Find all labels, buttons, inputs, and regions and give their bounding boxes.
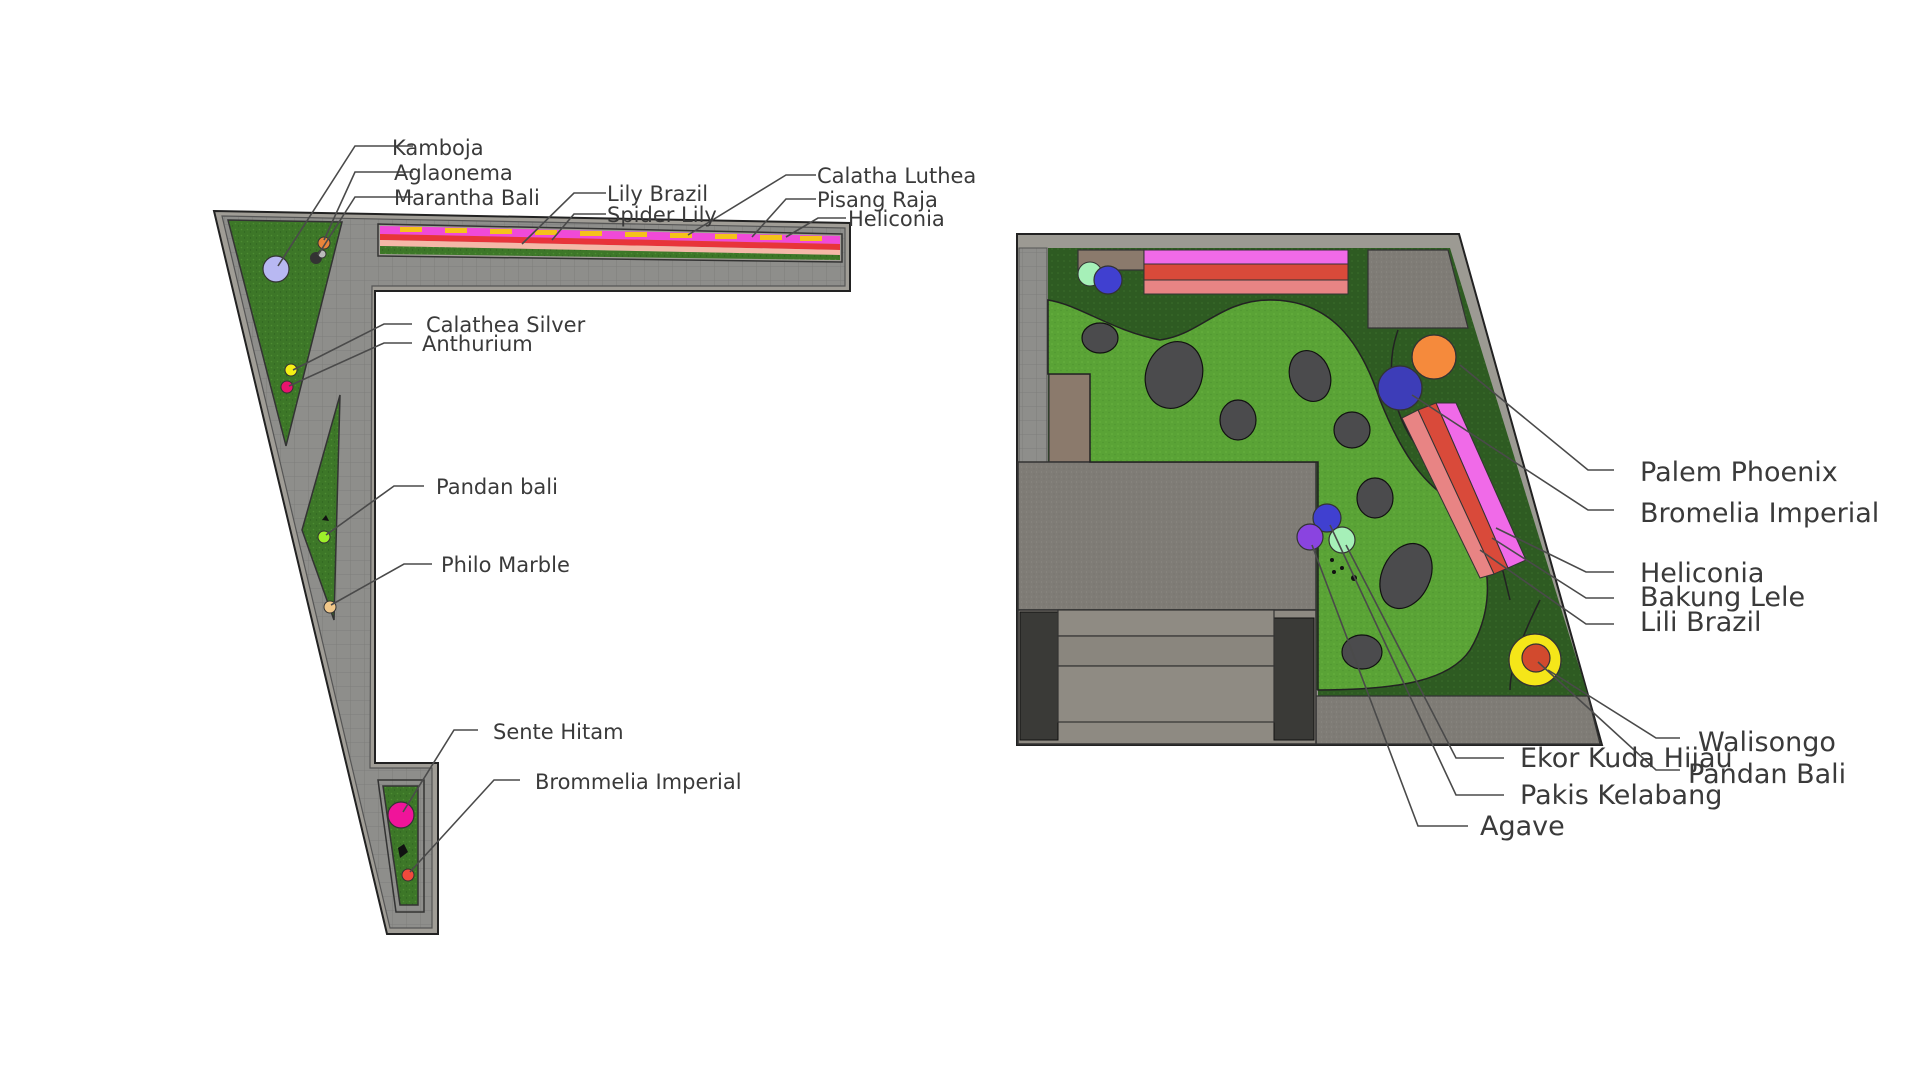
label-pisang-raja: Pisang Raja [817,188,938,212]
top-left-plant-blue [1093,265,1123,295]
flower-bed-dashes [400,227,822,241]
label-sente-hitam: Sente Hitam [493,720,624,744]
label-calatha-luthea: Calatha Luthea [817,164,976,188]
label-anthurium: Anthurium [422,332,533,356]
label-philo-marble: Philo Marble [441,553,570,577]
label-aglaonema: Aglaonema [394,161,513,185]
brommelia-imperial-plant [401,868,415,882]
calathea-silver-plant [284,363,298,377]
entrance-steps [1017,609,1317,745]
stepping-stones [1081,322,1433,670]
label-palem-phoenix: Palem Phoenix [1640,457,1838,488]
ekor-kuda-hijau-plant [1328,526,1356,554]
bottom-pavement [1315,695,1601,745]
anthurium-plant [280,380,294,394]
left-garden-plan: Kamboja Aglaonema Marantha Bali Lily Bra… [212,136,976,935]
right-garden-plan: Palem Phoenix Bromelia Imperial Heliconi… [1016,233,1879,842]
bromelia-imperial-plant [1377,365,1423,411]
planter-middle [301,394,341,621]
label-ekor-kuda-hijau: Ekor Kuda Hijau [1520,743,1733,774]
label-bromelia-imperial: Bromelia Imperial [1640,498,1879,529]
agave-plant [1296,523,1324,551]
label-brommelia-imperial: Brommelia Imperial [535,770,742,794]
top-right-gravel [1367,249,1469,329]
wooden-deck [1048,373,1092,463]
pandan-bali-plant-right [1521,643,1551,673]
top-flower-bed [1143,249,1349,295]
kamboja-plant [262,255,290,283]
label-pakis-kelabang: Pakis Kelabang [1520,780,1722,811]
left-plan-outer-border [212,209,851,935]
label-lili-brazil: Lili Brazil [1640,607,1761,638]
label-bakung-lele: Bakung Lele [1640,582,1805,613]
planter-top-left [227,219,343,447]
label-pandan-bali-right: Pandan Bali [1688,759,1846,790]
label-pandan-bali-left: Pandan bali [436,475,558,499]
label-heliconia-left: Heliconia [848,207,945,231]
label-heliconia-right: Heliconia [1640,558,1764,589]
label-lily-brazil: Lily Brazil [607,182,708,206]
left-leader-lines [277,145,846,873]
horizontal-flower-bed [377,223,843,263]
label-marantha-bali: Marantha Bali [394,186,540,210]
label-calathea-silver: Calathea Silver [426,313,586,337]
label-spider-lily: Spider Lily [607,203,717,227]
diagonal-flower-bed [1401,402,1527,579]
label-walisongo: Walisongo [1698,727,1836,758]
label-agave: Agave [1480,811,1565,842]
building-pad [1017,461,1317,611]
pakis-kelabang-plant [1312,503,1342,533]
sente-hitam-plant [387,801,415,829]
right-leader-lines [1311,364,1680,827]
palem-phoenix-plant [1411,334,1457,380]
left-paving-strip [1018,247,1048,464]
label-kamboja: Kamboja [392,136,484,160]
